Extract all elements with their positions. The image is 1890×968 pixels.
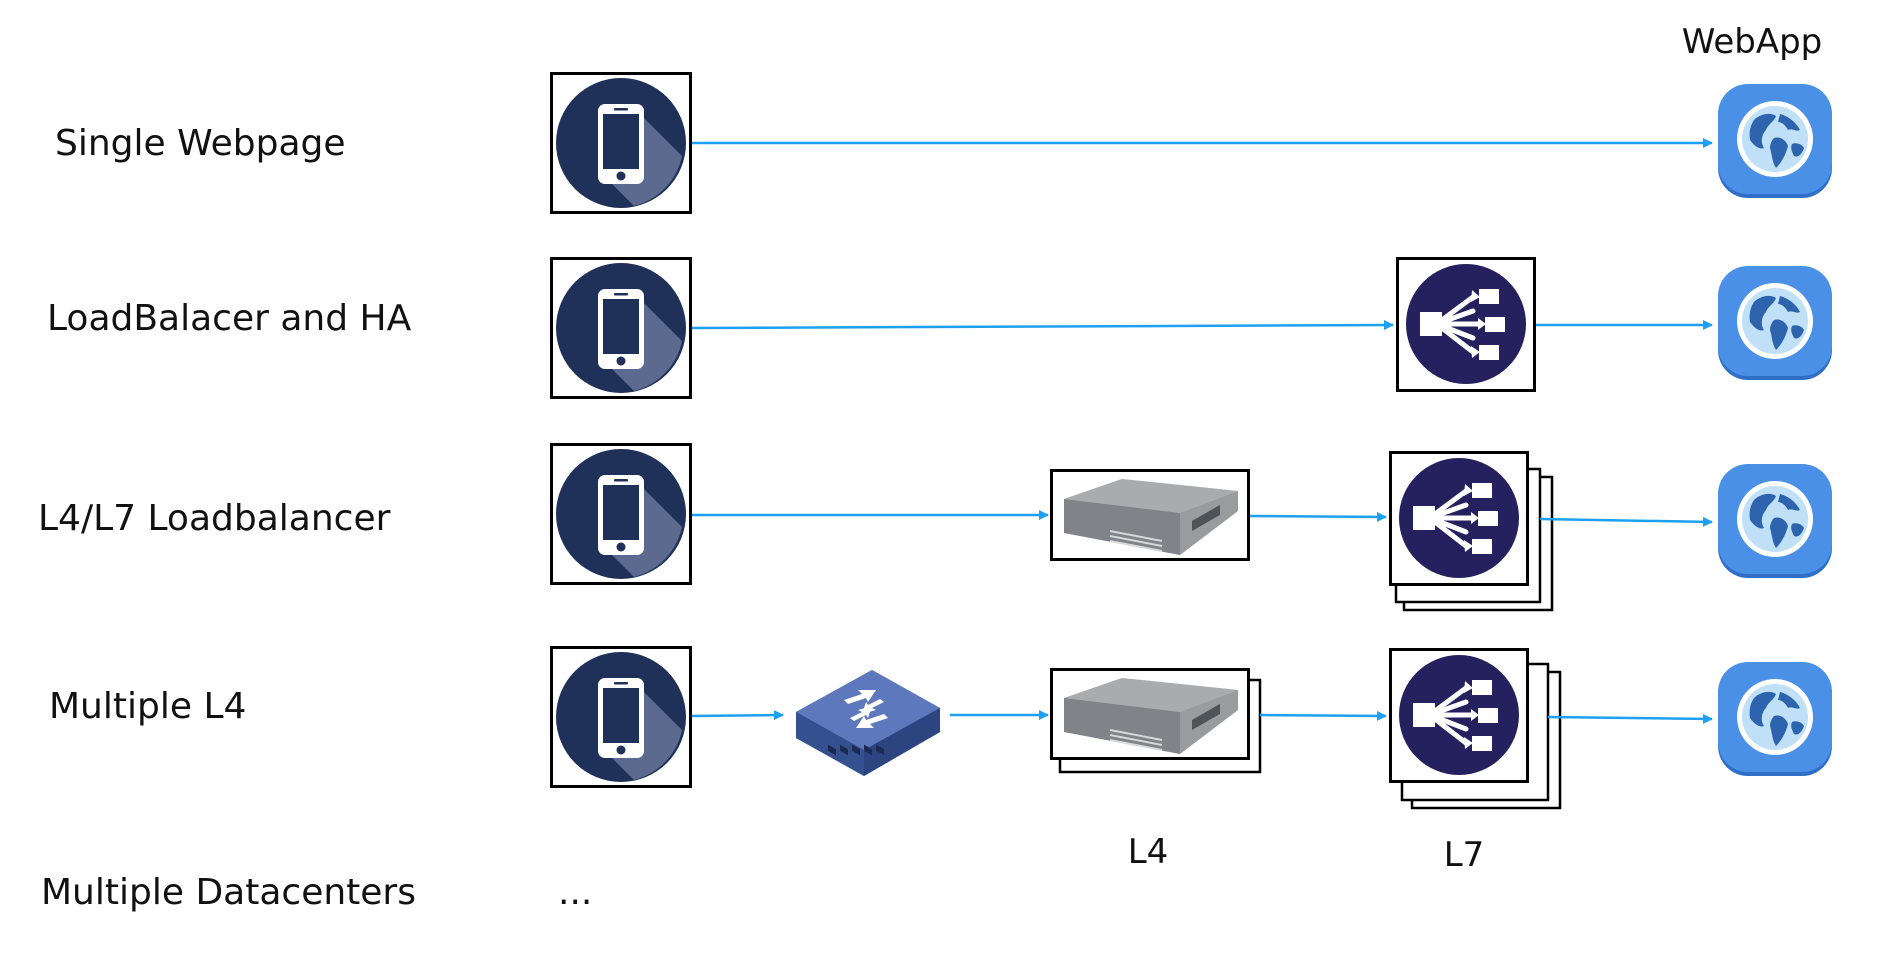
row-loadbalancer-and-ha: LoadBalacer and HA — [47, 257, 1832, 399]
connection-arrow — [691, 320, 1394, 331]
load-balancer-stack — [1391, 650, 1562, 810]
connection-arrow — [1259, 710, 1387, 721]
server-stack — [1050, 668, 1262, 774]
globe-icon — [1718, 464, 1832, 578]
smartphone-icon — [550, 646, 692, 788]
connection-arrow — [1539, 516, 1713, 527]
row-label: L4/L7 Loadbalancer — [38, 498, 391, 539]
load-balancer-icon — [1391, 453, 1528, 585]
connection-arrow — [1249, 511, 1387, 522]
l4-column-label: L4 — [1128, 832, 1169, 872]
globe-icon — [1718, 266, 1832, 380]
row-label: Multiple Datacenters — [41, 872, 416, 913]
row-multiple-l4: Multiple L4 — [49, 646, 1832, 810]
globe-icon — [1718, 662, 1832, 776]
row-multiple-datacenters: Multiple Datacenters ... — [41, 872, 592, 913]
load-balancer-icon — [1398, 259, 1535, 391]
connection-arrow — [1547, 713, 1713, 724]
row-label: Single Webpage — [55, 123, 346, 164]
smartphone-icon — [550, 443, 692, 585]
globe-icon — [1718, 84, 1832, 198]
connection-arrow — [691, 710, 784, 721]
load-balancer-stack — [1391, 453, 1554, 612]
network-switch-icon — [796, 670, 940, 776]
row-single-webpage: Single Webpage — [55, 72, 1832, 214]
row-label: Multiple L4 — [49, 686, 246, 727]
server-icon — [1050, 668, 1250, 760]
row-label: LoadBalacer and HA — [47, 298, 412, 339]
smartphone-icon — [550, 257, 692, 399]
smartphone-icon — [550, 72, 692, 214]
server-icon — [1050, 469, 1250, 561]
row-l4-l7-loadbalancer: L4/L7 Loadbalancer — [38, 443, 1832, 612]
webapp-column-label: WebApp — [1682, 22, 1823, 62]
ellipsis-text: ... — [558, 872, 592, 913]
load-balancer-icon — [1391, 650, 1528, 782]
l7-column-label: L7 — [1444, 835, 1485, 875]
